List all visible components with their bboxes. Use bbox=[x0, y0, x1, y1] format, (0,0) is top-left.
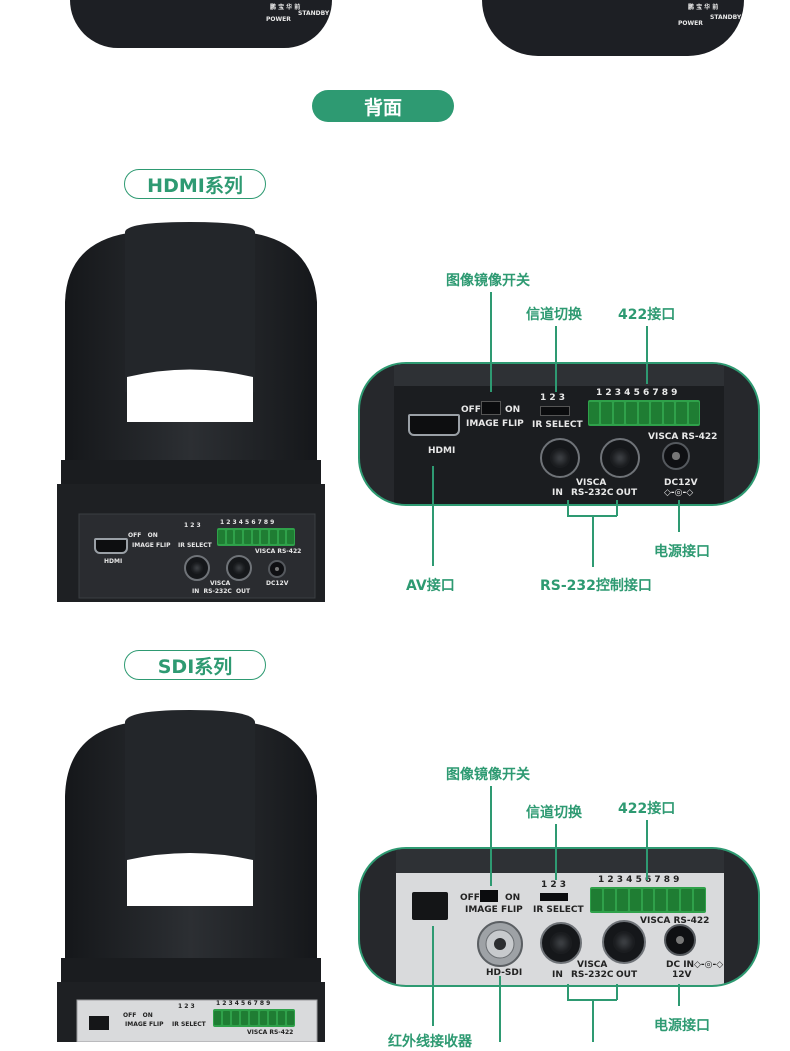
hdmi-series-label: HDMI系列 bbox=[124, 169, 266, 199]
hdmi-callout-image-flip: 图像镜像开关 bbox=[446, 273, 530, 289]
sdi-callout-422: 422接口 bbox=[618, 801, 676, 817]
hdmi-image-flip-label: IMAGE FLIP bbox=[466, 419, 524, 429]
hdmi-small-hdmi-label: HDMI bbox=[104, 558, 123, 565]
hdmi-small-on: ON bbox=[147, 532, 158, 539]
hdmi-small-off-on: OFF ON bbox=[128, 532, 158, 539]
sdi-ir-select-switch bbox=[540, 893, 568, 901]
hdmi-small-off: OFF bbox=[128, 532, 142, 539]
hdmi-channel-numbers: 1 2 3 bbox=[540, 393, 566, 403]
hdmi-callout-422: 422接口 bbox=[618, 307, 676, 323]
sdi-callout-image-flip: 图像镜像开关 bbox=[446, 767, 530, 783]
sdi-out-label: OUT bbox=[616, 970, 638, 980]
sdi-dc-in-label: DC IN bbox=[666, 960, 695, 970]
sdi-callout-power: 电源接口 bbox=[654, 1018, 710, 1034]
hdmi-off-label: OFF bbox=[461, 405, 481, 415]
sdi-12v-label: 12V bbox=[672, 970, 692, 980]
hdmi-callout-rs232: RS-232控制接口 bbox=[540, 578, 652, 594]
hdmi-small-din-in bbox=[184, 555, 210, 581]
sdi-small-ir-select: IR SELECT bbox=[172, 1021, 206, 1028]
hdmi-small-dc12v: DC12V bbox=[266, 580, 289, 587]
hdmi-visca-label: VISCA bbox=[576, 478, 607, 488]
section-title-back: 背面 bbox=[312, 90, 454, 122]
ir-select-switch bbox=[540, 406, 570, 416]
sdi-small-off-on: OFF ON bbox=[123, 1012, 153, 1019]
sdi-callout-channel: 信道切换 bbox=[526, 805, 582, 821]
hdmi-rs232-in-connector bbox=[540, 438, 580, 478]
sdi-rs232-in-connector bbox=[540, 922, 582, 964]
hdmi-small-in: IN bbox=[192, 588, 200, 595]
sdi-dc-symbol: ◇-◎-◇ bbox=[694, 960, 724, 970]
sdi-off-label: OFF bbox=[460, 893, 480, 903]
hdmi-small-rs232-row: IN RS-232C OUT bbox=[192, 588, 250, 595]
sdi-channel-numbers: 1 2 3 bbox=[541, 880, 567, 890]
sdi-rs232c-label: RS-232C bbox=[571, 970, 614, 980]
hdmi-callout-av: AV接口 bbox=[406, 578, 455, 594]
hdmi-port bbox=[408, 414, 460, 436]
sdi-visca-label: VISCA bbox=[577, 960, 608, 970]
sdi-dc-jack bbox=[664, 924, 696, 956]
hdmi-callout-power: 电源接口 bbox=[654, 544, 710, 560]
hdmi-port-label: HDMI bbox=[428, 446, 456, 456]
hdmi-rs232-out-connector bbox=[600, 438, 640, 478]
sdi-rs232-out-connector bbox=[602, 920, 646, 964]
sdi-image-flip-label: IMAGE FLIP bbox=[465, 905, 523, 915]
top-camera-right-brand: 鹏 宝 华 前 bbox=[688, 4, 719, 11]
hdmi-small-terminals: 1 2 3 4 5 6 7 8 9 bbox=[220, 519, 275, 526]
top-camera-right-standby-label: STANDBY bbox=[710, 14, 742, 21]
sdi-callout-ir-receiver: 红外线接收器 bbox=[388, 1034, 472, 1050]
sdi-camera-rear-illustration bbox=[57, 710, 325, 1042]
hdmi-small-visca: VISCA bbox=[210, 580, 231, 587]
sdi-ir-select-label: IR SELECT bbox=[533, 905, 584, 915]
hdmi-small-din-out bbox=[226, 555, 252, 581]
hdmi-small-image-flip: IMAGE FLIP bbox=[132, 542, 171, 549]
sdi-small-visca-rs422: VISCA RS-422 bbox=[247, 1029, 294, 1036]
sdi-small-channels: 1 2 3 bbox=[178, 1003, 195, 1010]
hd-sdi-bnc-connector bbox=[477, 921, 523, 967]
sdi-in-label: IN bbox=[552, 970, 563, 980]
hdmi-rs422-terminal-block bbox=[588, 400, 700, 426]
hdmi-callout-channel: 信道切换 bbox=[526, 307, 582, 323]
top-camera-left-standby-label: STANDBY bbox=[298, 10, 330, 17]
sdi-small-ir-window bbox=[89, 1016, 109, 1030]
hdmi-dc-jack bbox=[662, 442, 690, 470]
image-flip-switch bbox=[481, 401, 501, 415]
hdmi-in-label: IN bbox=[552, 488, 563, 498]
sdi-on-label: ON bbox=[505, 893, 521, 903]
hdmi-small-terminal-block bbox=[217, 528, 295, 546]
sdi-small-image-flip: IMAGE FLIP bbox=[125, 1021, 164, 1028]
hdmi-dc12v-label: DC12V bbox=[664, 478, 698, 488]
hdmi-small-out: OUT bbox=[236, 588, 251, 595]
sdi-rs422-terminal-block bbox=[590, 887, 706, 913]
sdi-small-terminal-block bbox=[213, 1009, 295, 1027]
sdi-terminal-numbers: 1 2 3 4 5 6 7 8 9 bbox=[598, 875, 680, 885]
hdmi-terminal-numbers: 1 2 3 4 5 6 7 8 9 bbox=[596, 388, 678, 398]
sdi-small-terminals: 1 2 3 4 5 6 7 8 9 bbox=[216, 1000, 271, 1007]
hdmi-small-ir-select: IR SELECT bbox=[178, 542, 212, 549]
sdi-image-flip-switch bbox=[480, 890, 498, 902]
hdmi-rs232c-label: RS-232C bbox=[571, 488, 614, 498]
hdmi-small-port bbox=[94, 538, 128, 554]
sdi-series-label: SDI系列 bbox=[124, 650, 266, 680]
hdmi-on-label: ON bbox=[505, 405, 521, 415]
hdmi-out-label: OUT bbox=[616, 488, 638, 498]
top-camera-left-power-label: POWER bbox=[266, 16, 291, 23]
hdmi-small-dc-jack bbox=[268, 560, 286, 578]
sdi-small-on: ON bbox=[142, 1012, 153, 1019]
sdi-hd-sdi-label: HD-SDI bbox=[486, 968, 523, 978]
sdi-small-off: OFF bbox=[123, 1012, 137, 1019]
sdi-visca-rs422-label: VISCA RS-422 bbox=[640, 916, 710, 926]
hdmi-small-rs232c: RS-232C bbox=[203, 588, 232, 595]
top-camera-base-right: POWER STANDBY 鹏 宝 华 前 bbox=[482, 0, 744, 56]
hdmi-visca-rs422-label: VISCA RS-422 bbox=[648, 432, 718, 442]
ir-receiver-window bbox=[412, 892, 448, 920]
hdmi-small-channels: 1 2 3 bbox=[184, 522, 201, 529]
hdmi-small-visca-rs422: VISCA RS-422 bbox=[255, 548, 302, 555]
hdmi-dc-symbol: ◇-◎-◇ bbox=[664, 488, 694, 498]
top-camera-left-brand: 鹏 宝 华 前 bbox=[270, 4, 301, 11]
top-camera-base-left: POWER STANDBY 鹏 宝 华 前 bbox=[70, 0, 332, 48]
top-camera-right-power-label: POWER bbox=[678, 20, 703, 27]
hdmi-ir-select-label: IR SELECT bbox=[532, 420, 583, 430]
